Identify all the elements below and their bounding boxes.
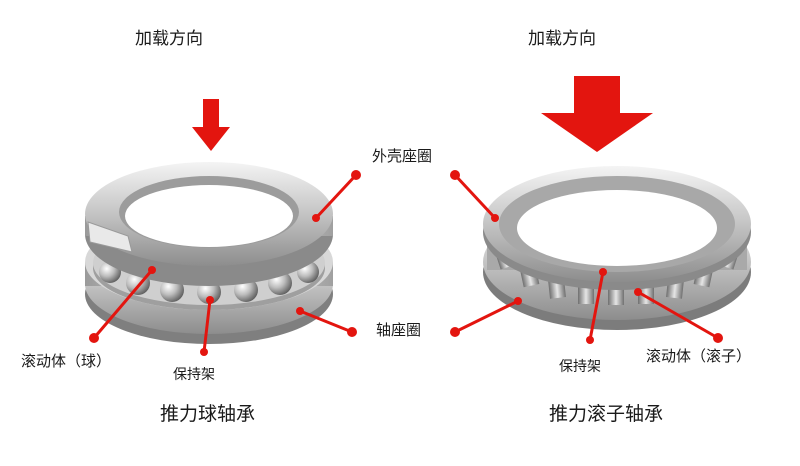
right-load-arrow: [541, 76, 653, 152]
leader-lines: [89, 170, 723, 356]
shaft-washer-label: 轴座圈: [376, 321, 422, 339]
left-rolling-element-label: 滚动体（球）: [21, 352, 112, 370]
thrust-ball-bearing: [85, 162, 333, 344]
left-load-arrow: [192, 99, 230, 151]
housing-washer-label: 外壳座圈: [372, 147, 433, 165]
thrust-roller-bearing: [483, 166, 751, 330]
right-rolling-element-label: 滚动体（滚子）: [646, 347, 752, 365]
right-cage-label: 保持架: [559, 359, 601, 375]
left-cage-label: 保持架: [173, 367, 215, 383]
right-load-direction-label: 加载方向: [528, 29, 596, 49]
left-bearing-title: 推力球轴承: [160, 403, 256, 425]
right-bearing-title: 推力滚子轴承: [549, 403, 664, 425]
left-load-direction-label: 加载方向: [135, 29, 203, 49]
